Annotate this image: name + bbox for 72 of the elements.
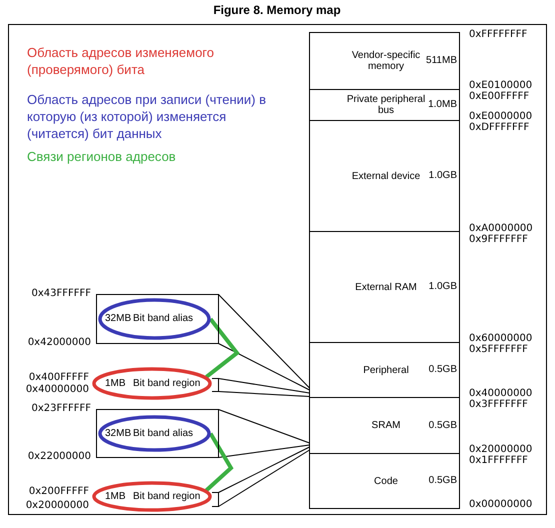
address-label: 0x20000000 bbox=[26, 500, 89, 512]
region-size: 1.0GB bbox=[428, 281, 457, 293]
address-label: 0x1FFFFFFF bbox=[469, 455, 528, 467]
region-name: SRAM bbox=[372, 420, 400, 431]
highlight-ellipse bbox=[92, 367, 212, 400]
region-label: Bit band alias bbox=[133, 428, 194, 440]
highlight-ellipse bbox=[98, 415, 211, 452]
region-name: Code bbox=[374, 476, 398, 486]
region-size: 0.5GB bbox=[428, 475, 457, 487]
address-label: 0x200FFFFF bbox=[28, 486, 89, 498]
memory-region bbox=[309, 343, 460, 398]
memory-region bbox=[309, 232, 460, 343]
highlight-ellipse bbox=[98, 298, 211, 340]
connector-line bbox=[218, 343, 310, 390]
region-label: Bit band region bbox=[133, 378, 200, 390]
address-label: 0x400FFFFF bbox=[28, 372, 89, 384]
address-label: 0xA0000000 bbox=[469, 223, 533, 234]
address-label: 0x20000000 bbox=[469, 444, 532, 456]
region-name: External RAM bbox=[355, 282, 417, 292]
address-range-box bbox=[96, 409, 219, 458]
address-label: 0xE00FFFFF bbox=[469, 91, 530, 103]
size-label: 32MB bbox=[105, 313, 132, 325]
connector-line bbox=[218, 391, 310, 397]
connector-line bbox=[218, 378, 310, 394]
address-label: 0x3FFFFFFF bbox=[469, 399, 528, 411]
legend-text: Область адресов при записи (чтении) в которую (из которой) изменяется (читается) бит данных bbox=[27, 91, 267, 142]
figure-title: Figure 8. Memory map bbox=[213, 3, 341, 17]
memory-region bbox=[309, 90, 460, 121]
highlight-ellipse bbox=[92, 481, 212, 512]
address-label: 0x00000000 bbox=[469, 499, 532, 511]
size-label: 1MB bbox=[105, 490, 126, 502]
address-label: 0xE0100000 bbox=[469, 80, 532, 92]
region-name: Peripheral bbox=[363, 364, 409, 376]
connector-line bbox=[218, 450, 310, 507]
address-label: 0x43FFFFFF bbox=[31, 288, 91, 300]
address-label: 0x40000000 bbox=[469, 388, 532, 400]
address-label: 0x5FFFFFFF bbox=[469, 344, 528, 356]
address-label: 0x60000000 bbox=[469, 333, 532, 344]
region-name: Private peripheral bus bbox=[346, 94, 426, 116]
link-line bbox=[204, 432, 234, 492]
connector-line bbox=[218, 294, 310, 388]
connector-line bbox=[218, 409, 310, 444]
address-label: 0x22000000 bbox=[28, 451, 91, 463]
region-name: External device bbox=[352, 170, 420, 182]
region-size: 0.5GB bbox=[428, 420, 457, 432]
connector-line bbox=[218, 446, 310, 493]
address-range-box bbox=[212, 492, 219, 507]
region-size: 0.5GB bbox=[428, 364, 457, 376]
region-label: Bit band alias bbox=[133, 313, 194, 325]
region-size: 1.0MB bbox=[428, 99, 457, 111]
address-range-box bbox=[212, 378, 219, 392]
address-label: 0x42000000 bbox=[28, 337, 91, 349]
address-label: 0x9FFFFFFF bbox=[469, 234, 528, 246]
address-label: 0x40000000 bbox=[26, 384, 89, 396]
address-label: 0xFFFFFFFF bbox=[469, 29, 528, 41]
memory-region bbox=[309, 121, 460, 232]
address-label: 0xE0000000 bbox=[469, 111, 532, 122]
legend-text: Связи регионов адресов bbox=[27, 148, 177, 165]
size-label: 1MB bbox=[105, 378, 126, 390]
address-label: 0xDFFFFFFF bbox=[469, 122, 530, 134]
link-line bbox=[205, 318, 240, 379]
region-size: 511MB bbox=[426, 55, 457, 67]
legend-text: Область адресов изменяемого (проверямого) бита bbox=[27, 44, 215, 78]
region-label: Bit band region bbox=[133, 490, 200, 502]
memory-region bbox=[309, 454, 460, 509]
size-label: 32MB bbox=[105, 428, 132, 440]
address-label: 0x23FFFFFF bbox=[31, 403, 91, 415]
memory-region bbox=[309, 32, 460, 90]
region-size: 1.0GB bbox=[428, 170, 457, 182]
address-range-box bbox=[96, 294, 219, 344]
memory-region bbox=[309, 398, 460, 454]
region-name: Vendor-specific memory bbox=[350, 50, 422, 72]
